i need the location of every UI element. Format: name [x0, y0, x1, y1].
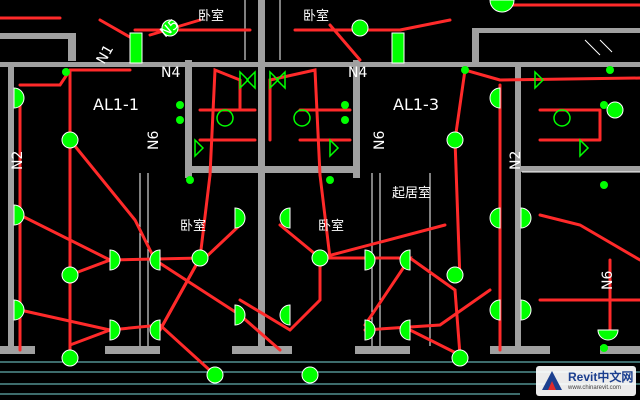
revit-logo-icon [542, 371, 562, 390]
walls [0, 0, 640, 354]
site-watermark: Revit中文网 www.chinarevit.com [536, 366, 636, 396]
junction-dots [62, 66, 614, 352]
balcony-lines [0, 361, 640, 395]
ceiling-lights [61, 19, 624, 384]
room-label-bedroom-left: 卧室 [180, 218, 206, 234]
circuit-label-n2-left: N2 [10, 151, 26, 170]
circuit-label-n6-right: N6 [600, 271, 616, 290]
room-label-living: 起居室 [392, 185, 431, 201]
watermark-url: www.chinarevit.com [568, 385, 622, 391]
circuit-label-n2-right: N2 [508, 151, 524, 170]
room-label-bedroom-right: 卧室 [318, 218, 344, 234]
watermark-name: Revit中文网 [568, 370, 634, 384]
wall-lamps [13, 0, 619, 341]
circuit-label-n6-left: N6 [146, 131, 162, 150]
watermark-text: Revit中文网 www.chinarevit.com [568, 371, 633, 391]
distribution-panels [129, 32, 405, 64]
annotations: N1 N5 卧室 卧室 N4 N4 N6 N6 N2 N2 N6 AL1-1 A… [10, 8, 616, 290]
circuit-label-n5: N5 [157, 16, 182, 41]
circuit-label-n4-right: N4 [348, 65, 367, 81]
room-label-bedroom-top-left: 卧室 [198, 8, 224, 24]
panel-label-al1-3: AL1-3 [393, 95, 439, 114]
panel-label-al1-1: AL1-1 [93, 95, 139, 114]
lighting-fixtures [13, 0, 624, 384]
room-label-bedroom-top-right: 卧室 [303, 8, 329, 24]
circuit-label-n4-left: N4 [161, 65, 180, 81]
switch-sockets [194, 70, 590, 158]
circuit-label-n6-mid: N6 [372, 131, 388, 150]
